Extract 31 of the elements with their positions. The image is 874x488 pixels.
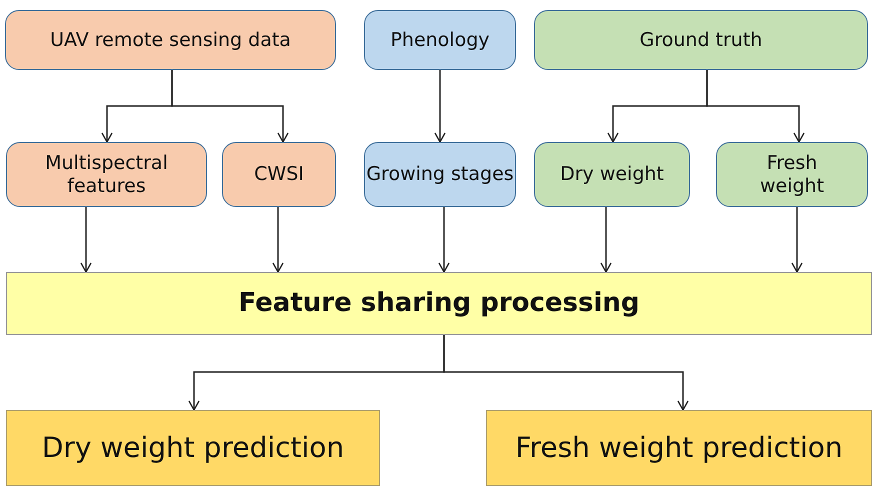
node-label: UAV remote sensing data: [50, 28, 291, 52]
connector-arrow: [706, 70, 805, 143]
connector-arrow: [80, 207, 92, 273]
feature-box: [6, 142, 207, 207]
process-box: [6, 272, 872, 335]
connector-arrow: [438, 207, 450, 273]
output-box: [486, 410, 872, 486]
output-box: [6, 410, 380, 486]
connector-arrow: [272, 207, 284, 273]
node-label: Growing stages: [366, 163, 514, 186]
source-box: [534, 10, 868, 70]
source-box: [364, 10, 516, 70]
source-box: [5, 10, 336, 70]
node-label: Dry weight: [560, 163, 664, 186]
node-label: Fresh weight prediction: [515, 431, 843, 465]
feature-box: [364, 142, 516, 207]
connector-arrow: [443, 335, 689, 411]
feature-box: [222, 142, 336, 207]
node-label: Feature sharing processing: [238, 288, 640, 320]
node-label: Ground truth: [640, 28, 762, 52]
feature-box: [534, 142, 690, 207]
connector-arrow: [791, 207, 803, 273]
connector-arrow: [171, 70, 289, 143]
node-label: CWSI: [254, 163, 304, 186]
connector-arrow: [600, 207, 612, 273]
node-label: Dry weight prediction: [42, 431, 344, 465]
node-label: Phenology: [390, 28, 490, 52]
node-label: Multispectral features: [44, 152, 169, 198]
feature-box: [716, 142, 868, 207]
node-label: Fresh weight: [758, 152, 826, 198]
connector-arrow: [434, 70, 446, 143]
